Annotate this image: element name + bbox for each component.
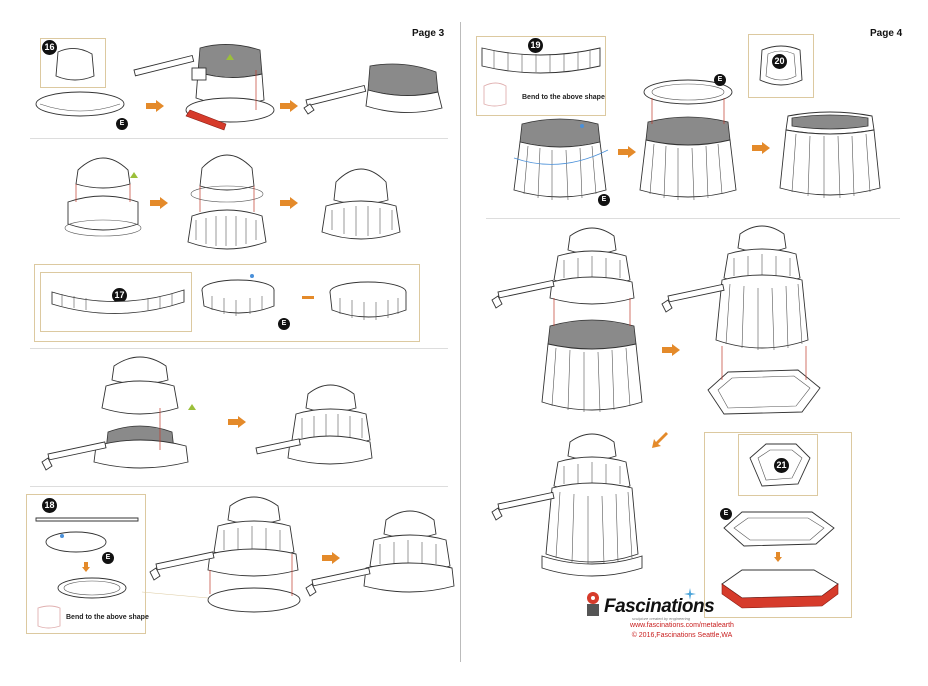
section-divider [30,138,448,139]
step-17-finished-vent-ring [329,281,407,320]
step-19-lower-hull-bending [513,118,609,201]
page-3: Page 3 16 E [0,0,460,686]
turret-assembled-result [255,384,373,465]
turret-onto-hull-exploded [491,227,643,413]
page-4: Page 4 19 Bend to the above shape E E 20 [462,0,928,686]
step-17-curved-vent-ring [201,274,275,316]
step-18-turret-result [305,510,455,597]
bend-instruction-note: Bend to the above shape [522,94,605,101]
e-badge: E [720,508,732,520]
step-18-shape-outline [37,605,61,629]
step-20-number: 20 [772,54,787,69]
logo-sparkle-icon [684,588,696,600]
orange-arrow-icon [150,197,168,209]
bend-instruction-note: Bend to the above shape [66,614,149,621]
orange-arrow-icon [146,100,164,112]
page-divider [460,22,461,662]
step-19-shape-outline [483,82,507,107]
step-21-frame [704,432,852,618]
orange-arrow-icon [280,100,298,112]
step-16-number: 16 [42,40,57,55]
orange-arrow-icon [228,416,246,428]
step-20-frame [748,34,814,98]
step-20-hull-result [779,111,881,199]
step-16-detail-frame [40,38,106,88]
step-21-detail-frame [738,434,818,496]
step-19-frame [476,36,606,116]
step-21-finished-base [721,569,839,609]
step-19-number: 19 [528,38,543,53]
step-16-result-turret [303,63,443,115]
step-18-curved-strip [45,531,107,553]
step-16-part-outline [55,48,95,81]
section-divider [30,348,448,349]
step-18-number: 18 [42,498,57,513]
step-18-flat-strip [35,517,139,522]
step-19-flat-panel-strip [481,47,601,74]
step-18-frame [26,494,146,634]
orange-down-arrow-icon [82,562,90,572]
orange-dash-arrow-icon [302,296,314,299]
section-divider [486,218,900,219]
tank-onto-base-exploded [661,225,821,415]
logo-mascot-icon [587,592,599,616]
turret-stacked-exploded [41,356,196,471]
section-divider [30,486,448,487]
step-21-number: 21 [774,458,789,473]
step-18-turret-exploded [141,496,301,613]
orange-down-arrow-icon [774,552,782,562]
step-17-frame [34,264,420,342]
orange-arrow-icon [618,146,636,158]
dome-on-ring-with-collar [187,154,267,250]
e-badge: E [278,318,290,330]
step-16-tank-turret-assembly [133,44,275,131]
step-17-flat-vent-strip [51,289,185,314]
e-badge: E [714,74,726,86]
orange-arrow-icon [322,552,340,564]
logo-website-link[interactable]: www.fascinations.com/metalearth [630,622,734,629]
tank-final-assembled [491,433,643,577]
orange-arrow-icon [662,344,680,356]
step-17-number: 17 [112,288,127,303]
orange-diagonal-arrow-icon [652,432,668,448]
step-18-finished-ring [57,577,127,599]
e-badge: E [102,552,114,564]
step-17-detail-frame [40,272,192,332]
page-number-label: Page 3 [412,28,445,39]
step-16-base-ring [35,91,125,117]
orange-arrow-icon [280,197,298,209]
step-20-lid-onto-hull [639,79,737,201]
fascinations-logo: Fascinations sculpture created by engine… [582,588,782,648]
logo-copyright: © 2016,Fascinations Seattle,WA [631,632,733,639]
page-number-label: Page 4 [870,28,903,39]
orange-arrow-icon [752,142,770,154]
step-21-base-ring-flat [723,511,835,547]
logo-brand-name: Fascinations [604,596,715,617]
e-badge: E [116,118,128,130]
dome-onto-drum-exploded [64,157,142,237]
dome-with-vent-ring-result [321,168,401,240]
e-badge: E [598,194,610,206]
logo-tagline: sculpture created by engineering [632,616,691,621]
